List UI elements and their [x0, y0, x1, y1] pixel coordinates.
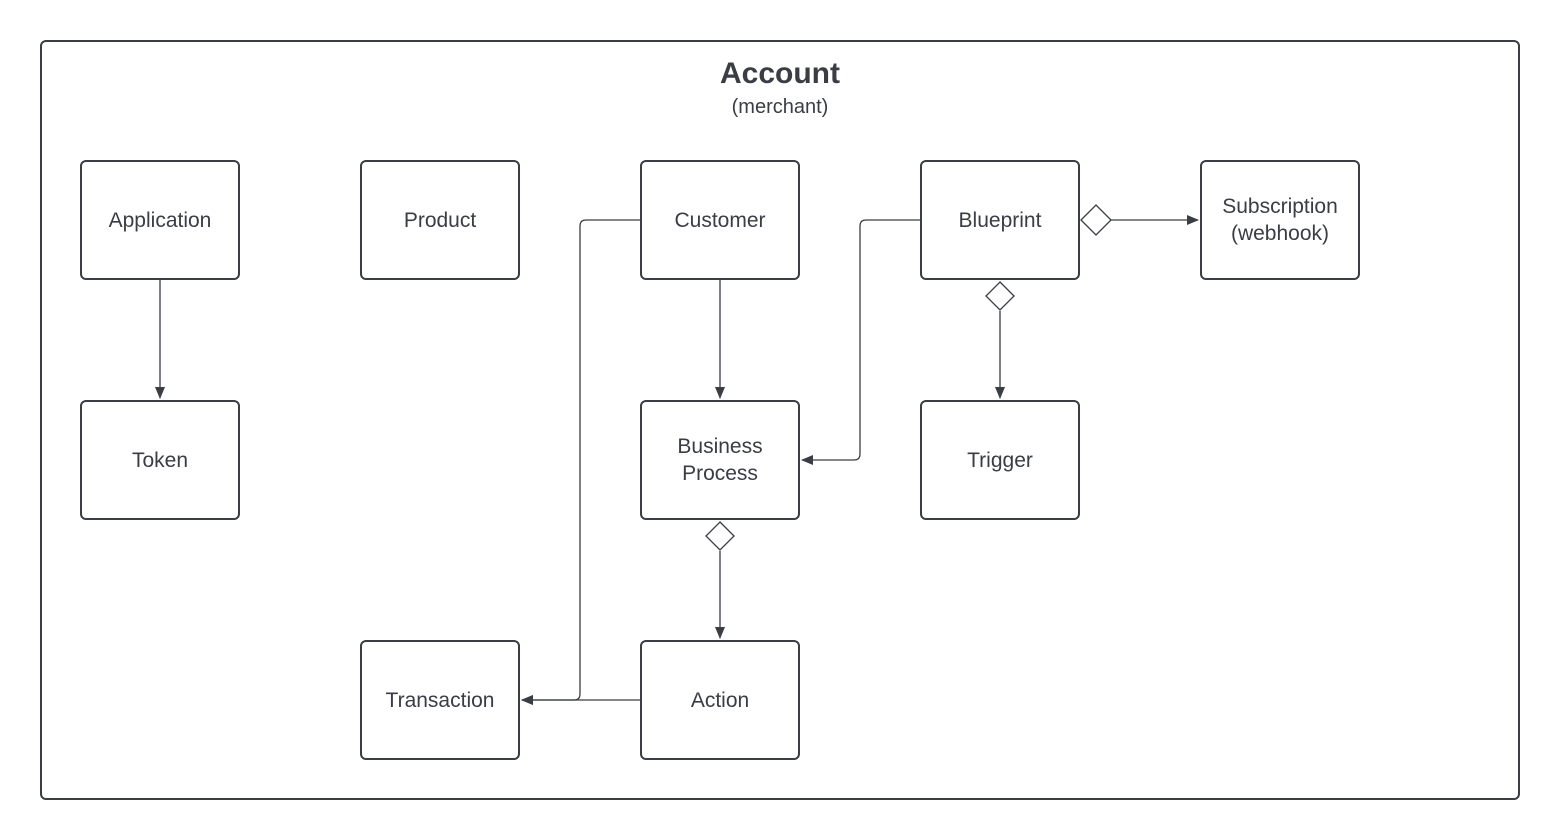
account-frame	[40, 40, 1520, 800]
node-label-customer: Customer	[674, 208, 766, 232]
node-label-business-process: Business Process	[677, 435, 763, 485]
node-customer[interactable]: Customer	[640, 160, 800, 280]
node-trigger[interactable]: Trigger	[920, 400, 1080, 520]
node-blueprint[interactable]: Blueprint	[920, 160, 1080, 280]
node-transaction[interactable]: Transaction	[360, 640, 520, 760]
node-label-product: Product	[403, 208, 477, 232]
node-label-subscription: Subscription (webhook)	[1222, 195, 1338, 245]
node-product[interactable]: Product	[360, 160, 520, 280]
node-label-transaction: Transaction	[385, 688, 495, 712]
node-label-blueprint: Blueprint	[958, 208, 1042, 232]
node-label-action: Action	[690, 688, 750, 712]
node-label-application: Application	[108, 208, 212, 232]
node-business-process[interactable]: Business Process	[640, 400, 800, 520]
node-token[interactable]: Token	[80, 400, 240, 520]
node-label-trigger: Trigger	[967, 448, 1033, 472]
node-action[interactable]: Action	[640, 640, 800, 760]
node-application[interactable]: Application	[80, 160, 240, 280]
frame-title: Account	[720, 57, 840, 90]
frame-subtitle: (merchant)	[731, 96, 829, 118]
node-subscription[interactable]: Subscription (webhook)	[1200, 160, 1360, 280]
node-label-token: Token	[131, 448, 189, 472]
